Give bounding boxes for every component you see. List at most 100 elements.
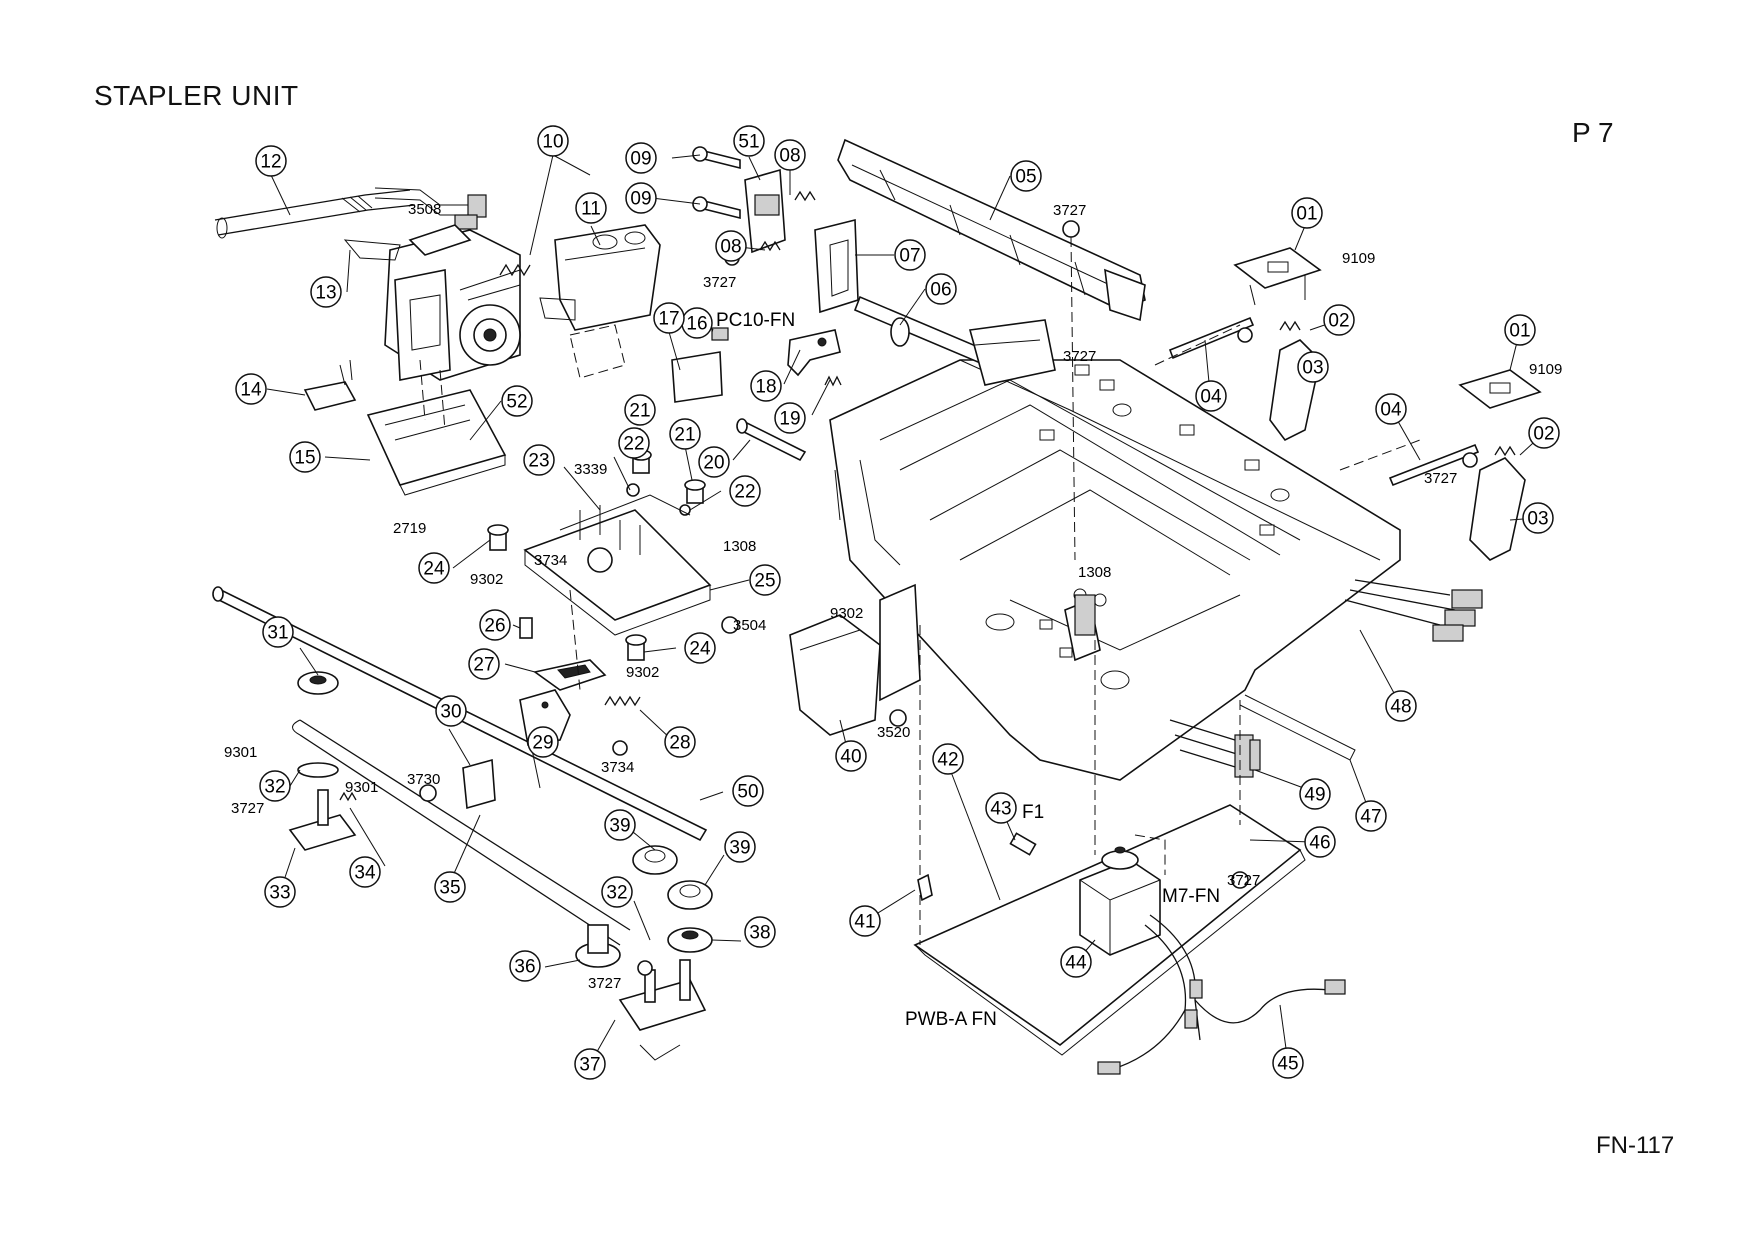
part-code: 9301 [345, 779, 378, 796]
part-code: 3727 [1063, 348, 1096, 365]
callout-25: 25 [749, 564, 781, 596]
callout-29: 29 [527, 726, 559, 758]
motor-label: M7-FN [1162, 886, 1220, 907]
callout-09: 09 [625, 182, 657, 214]
callout-23: 23 [523, 444, 555, 476]
callout-number: 46 [1309, 833, 1330, 854]
callout-22: 22 [729, 475, 761, 507]
callout-04: 04 [1195, 380, 1227, 412]
callout-number: 04 [1380, 400, 1402, 421]
callout-27: 27 [468, 648, 500, 680]
callout-number: 02 [1533, 424, 1554, 445]
callout-18: 18 [750, 370, 782, 402]
callout-46: 46 [1304, 826, 1336, 858]
callout-number: 41 [854, 912, 875, 933]
callout-33: 33 [264, 876, 296, 908]
side-bracket [789, 583, 921, 736]
callout-26: 26 [479, 609, 511, 641]
top-cover [837, 138, 1146, 322]
callout-number: 21 [674, 425, 695, 446]
callout-number: 39 [609, 816, 630, 837]
shaft-assembly [853, 295, 1056, 386]
callout-06: 06 [925, 273, 957, 305]
part-code: 3727 [1053, 202, 1086, 219]
callout-32: 32 [601, 876, 633, 908]
callout-08: 08 [774, 139, 806, 171]
part-code: 9302 [470, 571, 503, 588]
callout-number: 34 [354, 863, 376, 884]
part-code: 9109 [1342, 250, 1375, 267]
callout-22: 22 [618, 427, 650, 459]
callout-08: 08 [715, 230, 747, 262]
part-code: 9302 [626, 664, 659, 681]
callout-number: 17 [658, 309, 679, 330]
callout-number: 22 [623, 434, 644, 455]
callout-number: 07 [899, 246, 920, 267]
part-code: 3727 [1424, 470, 1457, 487]
callout-09: 09 [625, 142, 657, 174]
callout-28: 28 [664, 726, 696, 758]
part-code: 1308 [723, 538, 756, 555]
callout-04: 04 [1375, 393, 1407, 425]
callout-30: 30 [435, 695, 467, 727]
callout-15: 15 [289, 441, 321, 473]
callout-number: 05 [1015, 167, 1036, 188]
part-code: 3727 [588, 975, 621, 992]
callout-14: 14 [235, 373, 267, 405]
callout-number: 24 [689, 639, 711, 660]
part-code: 9301 [224, 744, 257, 761]
callout-number: 37 [579, 1055, 600, 1076]
callout-51: 51 [733, 125, 765, 157]
callout-number: 01 [1296, 204, 1317, 225]
callout-number: 08 [720, 237, 741, 258]
callout-number: 12 [260, 152, 281, 173]
callout-03: 03 [1297, 351, 1329, 383]
callout-24: 24 [418, 552, 450, 584]
callout-number: 38 [749, 923, 770, 944]
callout-49: 49 [1299, 778, 1331, 810]
callout-number: 20 [703, 453, 724, 474]
callout-12: 12 [255, 145, 287, 177]
callout-number: 04 [1200, 387, 1222, 408]
callout-number: 19 [779, 409, 800, 430]
stapler-head [214, 187, 661, 496]
main-frame [829, 359, 1483, 781]
callout-45: 45 [1272, 1047, 1304, 1079]
part-code: 3508 [408, 201, 441, 218]
callout-47: 47 [1355, 800, 1387, 832]
callout-number: 18 [755, 377, 776, 398]
callout-number: 45 [1277, 1054, 1298, 1075]
part-code: 3727 [231, 800, 264, 817]
callout-number: 26 [484, 616, 505, 637]
callout-number: 43 [990, 799, 1011, 820]
callout-37: 37 [574, 1048, 606, 1080]
callout-36: 36 [509, 950, 541, 982]
part-code: 3730 [407, 771, 440, 788]
callout-number: 14 [240, 380, 262, 401]
callout-21: 21 [669, 418, 701, 450]
callout-number: 11 [581, 199, 601, 220]
callout-39: 39 [604, 809, 636, 841]
callout-number: 10 [542, 132, 563, 153]
callout-40: 40 [835, 740, 867, 772]
callout-52: 52 [501, 385, 533, 417]
callout-number: 15 [294, 448, 315, 469]
callout-44: 44 [1060, 946, 1092, 978]
part-code: 3727 [703, 274, 736, 291]
callout-number: 40 [840, 747, 861, 768]
callout-13: 13 [310, 276, 342, 308]
callout-05: 05 [1010, 160, 1042, 192]
callout-number: 06 [930, 280, 951, 301]
part-code: 3727 [1227, 872, 1260, 889]
callout-48: 48 [1385, 690, 1417, 722]
callout-number: 42 [937, 750, 958, 771]
part-code: 9109 [1529, 361, 1562, 378]
callout-number: 16 [686, 314, 707, 335]
callout-number: 44 [1065, 953, 1087, 974]
callout-02: 02 [1528, 417, 1560, 449]
callout-31: 31 [262, 616, 294, 648]
callout-number: 36 [514, 957, 535, 978]
callout-10: 10 [537, 125, 569, 157]
callout-number: 09 [630, 189, 651, 210]
